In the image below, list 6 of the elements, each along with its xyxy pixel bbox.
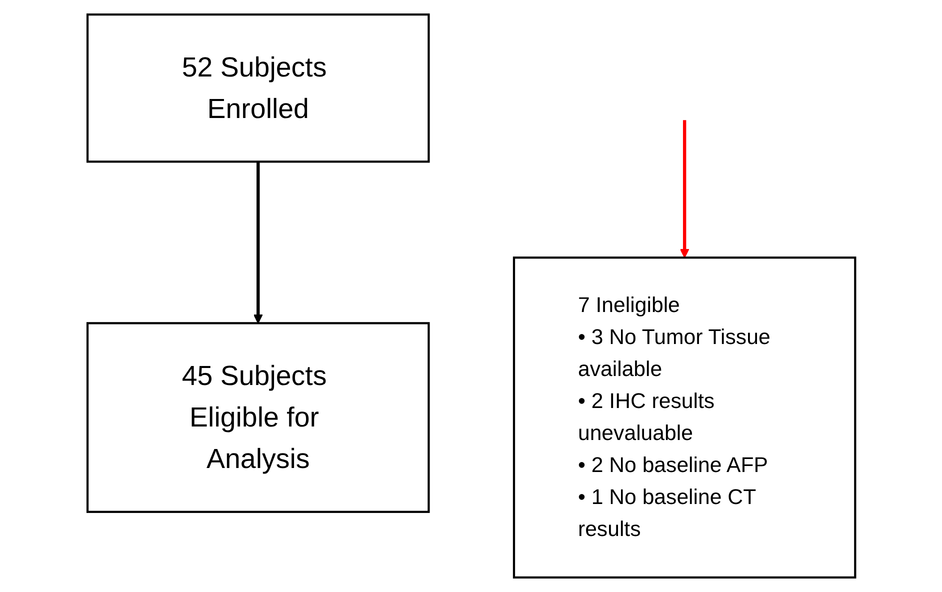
node-box xyxy=(86,322,430,513)
node-box xyxy=(86,13,430,163)
flowchart-drawing: 52 Subjects Enrolled 45 Subjects Eligible for Analysis 7 Ineligible • 3 No Tumor Tissue available • 2 IHC results unevaluable • 2 No baseline AFP • 1 No baseline CT results xyxy=(78,6,864,586)
arrow xyxy=(680,120,689,258)
arrow xyxy=(253,162,262,324)
node-box xyxy=(512,256,856,579)
